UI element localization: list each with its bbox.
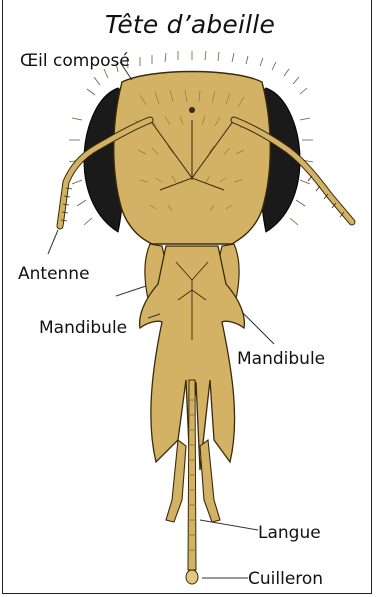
pointer-mandible-right: [242, 312, 274, 344]
label-tongue: Langue: [258, 523, 321, 543]
label-spoon: Cuilleron: [248, 569, 323, 589]
right-labial-palp: [200, 440, 220, 522]
label-compound-eye: Œil composé: [20, 51, 130, 71]
label-mandible-left: Mandibule: [39, 318, 127, 338]
pointer-mandible-left-a: [116, 286, 146, 296]
left-labial-palp: [166, 440, 186, 522]
label-mandible-right: Mandibule: [237, 349, 325, 369]
ocellus: [189, 107, 195, 113]
labellum-spoon: [186, 570, 198, 584]
pointer-antenna: [48, 230, 58, 254]
diagram-title: Tête d’abeille: [0, 10, 380, 39]
pointer-tongue: [200, 520, 258, 530]
label-antenna: Antenne: [18, 264, 90, 284]
